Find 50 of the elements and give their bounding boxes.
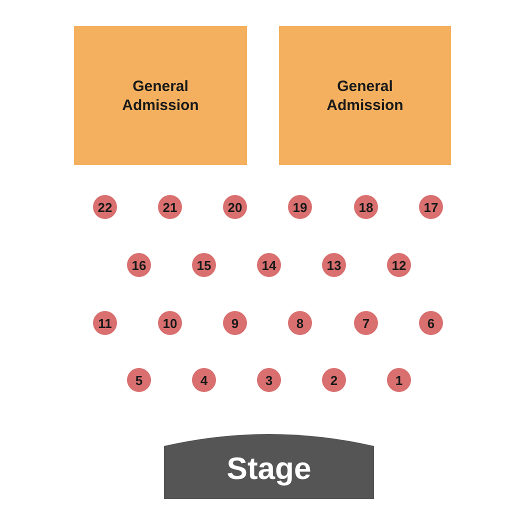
seat-number: 11 [98, 316, 112, 330]
seat-number: 4 [200, 372, 208, 388]
seat-number: 10 [162, 316, 178, 330]
seat-number: 7 [362, 316, 370, 330]
stage-label: Stage [226, 450, 312, 486]
seat-number: 19 [292, 200, 308, 214]
seat-number: 12 [392, 258, 406, 272]
seat-number: 18 [358, 200, 374, 214]
seat-number: 1 [395, 372, 403, 388]
table-seat-marker [354, 195, 378, 219]
table-seat-marker [419, 195, 443, 219]
table-seat-marker [223, 311, 247, 335]
seat-number: 9 [231, 316, 239, 330]
table-seat-marker [387, 368, 411, 392]
table-seat-marker [158, 311, 182, 335]
seat-number: 3 [265, 372, 273, 388]
table-seat-marker [257, 253, 281, 277]
table-seat-marker [93, 311, 117, 335]
table-seat-marker [127, 368, 151, 392]
area-label: General Admission [121, 76, 200, 114]
table-seat-marker [288, 195, 312, 219]
table-seat-marker [419, 311, 443, 335]
stage-area [164, 434, 374, 499]
table-seat-marker [93, 195, 117, 219]
table-seat-marker [192, 368, 216, 392]
table-seat-marker [127, 253, 151, 277]
table-seat-marker [288, 311, 312, 335]
table-seat-marker [322, 368, 346, 392]
seat-number: 14 [262, 258, 276, 272]
seat-number: 20 [228, 200, 242, 214]
general-admission-area [74, 26, 247, 165]
seat-number: 13 [326, 258, 342, 272]
table-seat-marker [257, 368, 281, 392]
seat-number: 17 [424, 200, 438, 214]
general-admission-area [279, 26, 451, 165]
seat-number: 22 [98, 200, 112, 214]
table-seat-marker [192, 253, 216, 277]
area-label: General Admission [326, 76, 404, 114]
seat-number: 5 [135, 372, 143, 388]
table-seat-marker [354, 311, 378, 335]
seat-number: 2 [330, 372, 338, 388]
table-seat-marker [158, 195, 182, 219]
seat-number: 21 [162, 200, 178, 214]
table-seat-marker [387, 253, 411, 277]
seat-number: 6 [427, 316, 435, 330]
seat-number: 15 [196, 258, 212, 272]
seat-number: 16 [132, 258, 146, 272]
seat-number: 8 [296, 316, 304, 330]
table-seat-marker [322, 253, 346, 277]
table-seat-marker [223, 195, 247, 219]
